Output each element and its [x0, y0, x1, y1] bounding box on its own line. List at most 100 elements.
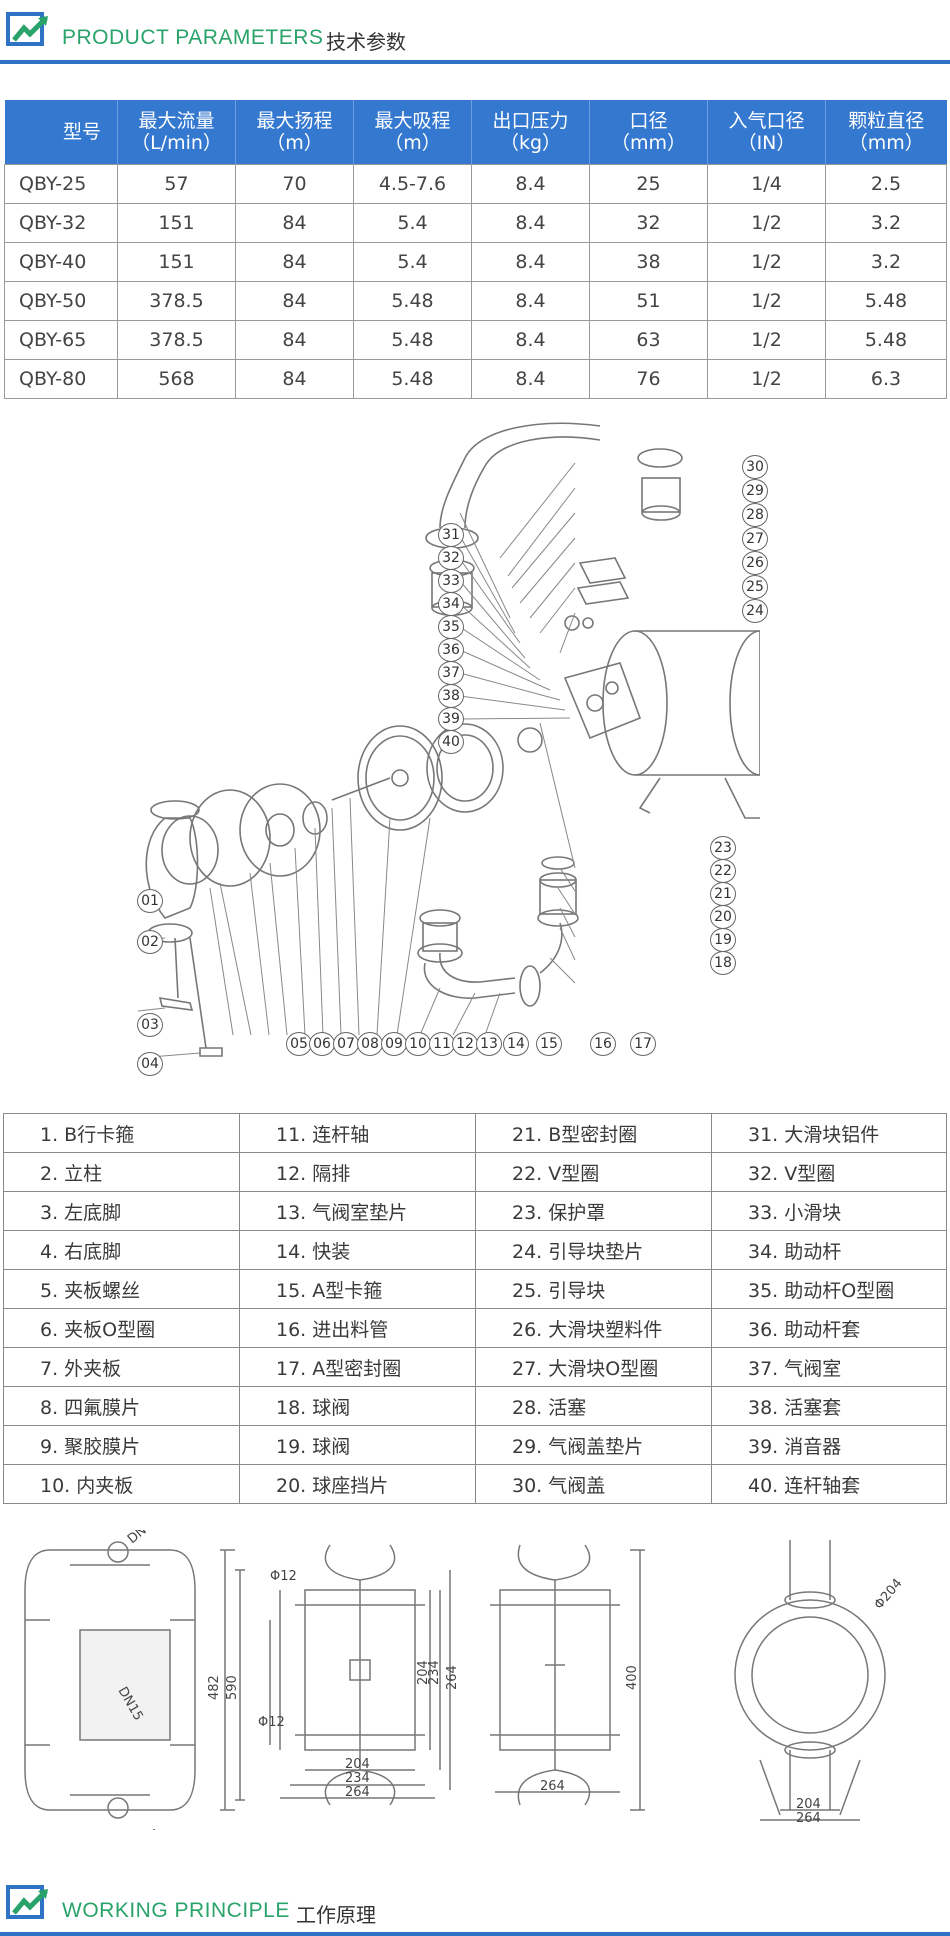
table-cell: 84 — [235, 320, 354, 360]
part-item: 33. 小滑块 — [711, 1191, 947, 1231]
part-item: 3. 左底脚 — [3, 1191, 240, 1231]
part-item: 16. 进出料管 — [239, 1308, 476, 1348]
column-header: 最大流量（L/min） — [117, 100, 236, 165]
part-item: 31. 大滑块铝件 — [711, 1113, 947, 1153]
table-cell: 151 — [117, 242, 236, 282]
table-cell: QBY-65 — [4, 320, 118, 360]
table-cell: 84 — [235, 359, 354, 399]
dim-label-phi12-top: Φ12 — [270, 1569, 297, 1584]
dim-label-w204: 204 — [345, 1757, 370, 1772]
table-cell: QBY-40 — [4, 242, 118, 282]
table-cell: 25 — [589, 164, 708, 204]
table-cell: 84 — [235, 242, 354, 282]
table-cell: 151 — [117, 203, 236, 243]
table-cell: 1/2 — [707, 281, 826, 321]
part-item: 35. 助动杆O型圈 — [711, 1269, 947, 1309]
table-cell: 8.4 — [471, 203, 590, 243]
section-divider — [0, 60, 950, 64]
table-cell: 5.48 — [353, 281, 472, 321]
table-cell: 568 — [117, 359, 236, 399]
part-item: 36. 助动杆套 — [711, 1308, 947, 1348]
table-cell: 378.5 — [117, 281, 236, 321]
table-cell: 84 — [235, 281, 354, 321]
table-cell: 5.4 — [353, 242, 472, 282]
section-title-zh: 技术参数 — [326, 30, 406, 54]
table-cell: 8.4 — [471, 281, 590, 321]
table-cell: 4.5-7.6 — [353, 164, 472, 204]
table-cell: 70 — [235, 164, 354, 204]
section-title-en: WORKING PRINCIPLE — [62, 1899, 290, 1922]
table-cell: 1/2 — [707, 320, 826, 360]
section-header-parameters: PRODUCT PARAMETERS 技术参数 — [0, 0, 950, 64]
part-item: 38. 活塞套 — [711, 1386, 947, 1426]
table-cell: 76 — [589, 359, 708, 399]
column-header: 出口压力（kg） — [471, 100, 590, 165]
part-item: 1. B行卡箍 — [3, 1113, 240, 1153]
table-cell: 1/4 — [707, 164, 826, 204]
table-cell: 57 — [117, 164, 236, 204]
part-item: 23. 保护罩 — [475, 1191, 712, 1231]
dim-label-w234: 234 — [345, 1771, 370, 1786]
part-item: 17. A型密封圈 — [239, 1347, 476, 1387]
column-header: 口径（mm） — [589, 100, 708, 165]
column-header: 型号 — [4, 100, 118, 165]
table-cell: 8.4 — [471, 320, 590, 360]
exploded-view-diagram — [137, 422, 760, 1059]
part-item: 22. V型圈 — [475, 1152, 712, 1192]
product-parameters-table: 型号 最大流量（L/min） 最大扬程（m） 最大吸程（m） 出口压力（kg） … — [4, 100, 947, 399]
section-title-zh: 工作原理 — [296, 1903, 376, 1927]
part-item: 9. 聚胶膜片 — [3, 1425, 240, 1465]
table-cell: 378.5 — [117, 320, 236, 360]
brand-logo-icon — [6, 12, 48, 46]
table-cell: 2.5 — [825, 164, 947, 204]
dim-label-side-204: 204 — [416, 1660, 431, 1685]
dim-label-w264: 264 — [345, 1785, 370, 1800]
table-cell: 3.2 — [825, 203, 947, 243]
part-item: 34. 助动杆 — [711, 1230, 947, 1270]
part-item: 30. 气阀盖 — [475, 1464, 712, 1504]
part-item: 40. 连杆轴套 — [711, 1464, 947, 1504]
table-header-row: 型号 最大流量（L/min） 最大扬程（m） 最大吸程（m） 出口压力（kg） … — [4, 100, 947, 165]
dim-label-end-264: 264 — [796, 1811, 821, 1826]
table-cell: 32 — [589, 203, 708, 243]
part-item: 26. 大滑块塑料件 — [475, 1308, 712, 1348]
table-cell: QBY-50 — [4, 281, 118, 321]
table-cell: 8.4 — [471, 164, 590, 204]
dimension-drawings: DN40 DN15 DN 482 590 Φ12 Φ12 204 234 264… — [24, 1530, 906, 1830]
table-cell: 5.4 — [353, 203, 472, 243]
part-item: 24. 引导块垫片 — [475, 1230, 712, 1270]
table-cell: QBY-25 — [4, 164, 118, 204]
part-item: 2. 立柱 — [3, 1152, 240, 1192]
section-divider — [0, 1932, 950, 1936]
part-item: 14. 快装 — [239, 1230, 476, 1270]
part-item: 15. A型卡箍 — [239, 1269, 476, 1309]
part-item: 8. 四氟膜片 — [3, 1386, 240, 1426]
part-item: 12. 隔排 — [239, 1152, 476, 1192]
part-item: 18. 球阀 — [239, 1386, 476, 1426]
table-cell: 8.4 — [471, 359, 590, 399]
part-item: 6. 夹板O型圈 — [3, 1308, 240, 1348]
table-cell: 5.48 — [825, 281, 947, 321]
table-cell: 1/2 — [707, 359, 826, 399]
part-item: 32. V型圈 — [711, 1152, 947, 1192]
column-header: 入气口径（IN） — [707, 100, 826, 165]
part-item: 4. 右底脚 — [3, 1230, 240, 1270]
table-cell: 1/2 — [707, 203, 826, 243]
column-header: 最大扬程（m） — [235, 100, 354, 165]
dim-label-side-264: 264 — [445, 1665, 460, 1690]
column-header: 颗粒直径（mm） — [825, 100, 947, 165]
part-item: 37. 气阀室 — [711, 1347, 947, 1387]
table-cell: 3.2 — [825, 242, 947, 282]
table-cell: 5.48 — [353, 320, 472, 360]
dim-label-phi12-bottom: Φ12 — [258, 1715, 285, 1730]
